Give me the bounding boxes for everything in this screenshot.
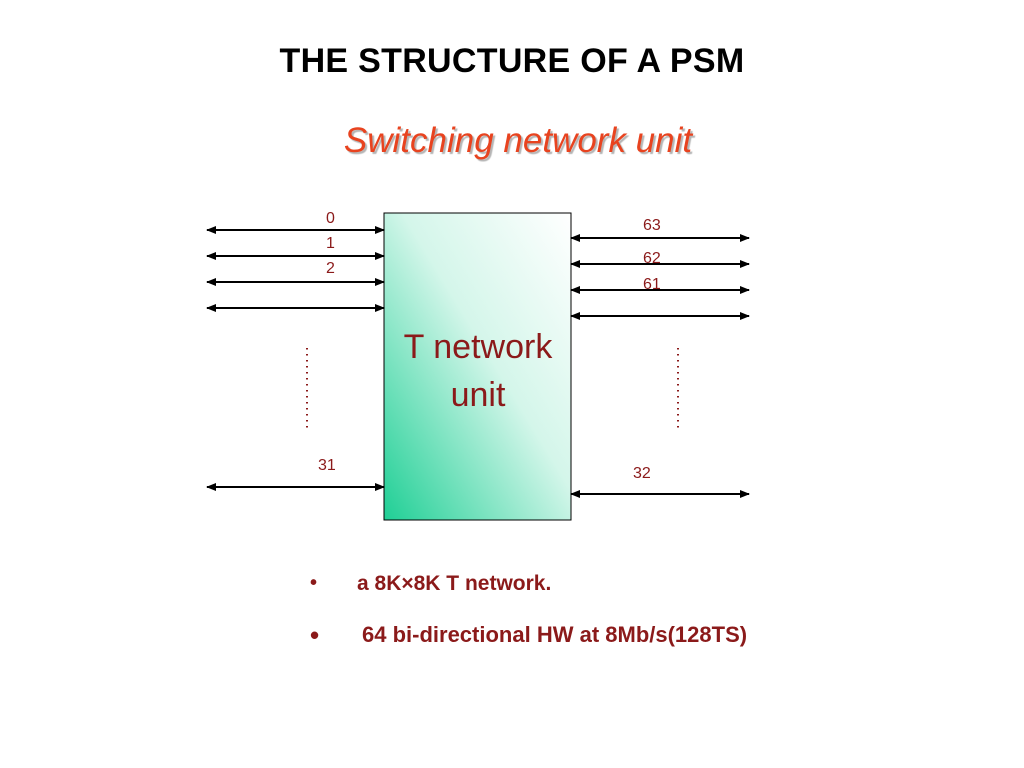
slide-subtitle: Switching network unit bbox=[343, 121, 693, 160]
left-label-2: 2 bbox=[326, 260, 335, 277]
bullet-marker-1: • bbox=[310, 572, 318, 594]
box-label-line2: unit bbox=[451, 376, 506, 414]
right-label-63: 63 bbox=[643, 217, 661, 234]
slide-title: THE STRUCTURE OF A PSM bbox=[279, 42, 745, 80]
left-label-1: 1 bbox=[326, 235, 335, 252]
right-label-32: 32 bbox=[633, 465, 651, 482]
right-label-62: 62 bbox=[643, 250, 661, 267]
bullet-text-2: 64 bi-directional HW at 8Mb/s(128TS) bbox=[362, 622, 748, 647]
left-label-31: 31 bbox=[318, 457, 336, 474]
bullet-text-1: a 8K×8K T network. bbox=[357, 572, 552, 595]
left-label-0: 0 bbox=[326, 210, 335, 227]
right-label-61: 61 bbox=[643, 276, 661, 293]
t-network-box bbox=[383, 212, 572, 521]
box-label-line1: T network bbox=[404, 328, 554, 366]
bullet-marker-2: • bbox=[310, 620, 320, 650]
